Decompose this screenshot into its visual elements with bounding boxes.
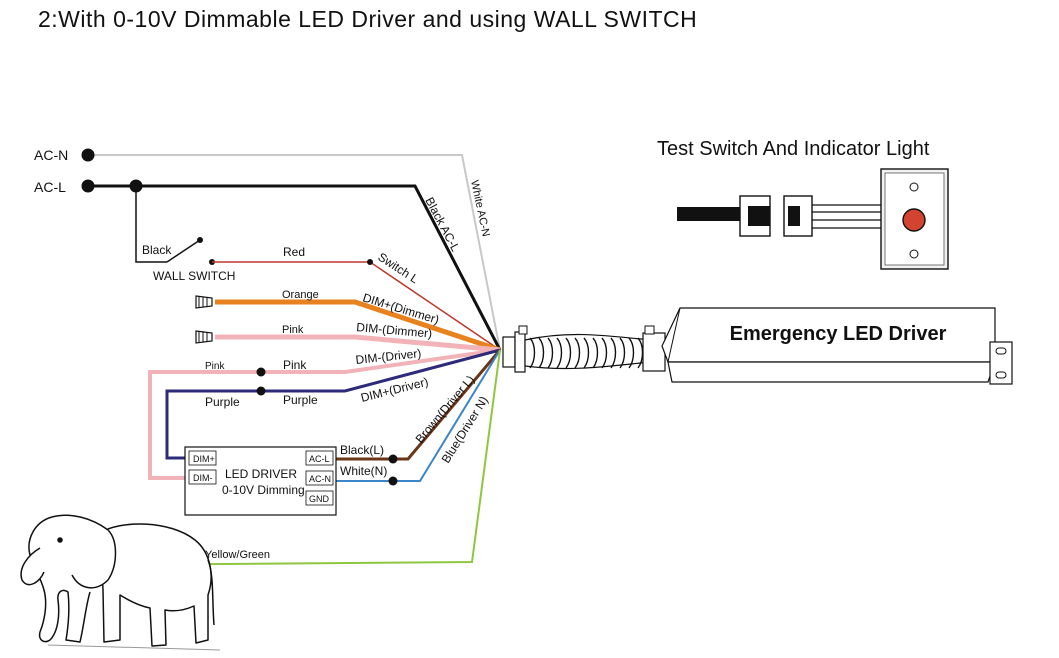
led-driver-dim-minus: DIM- bbox=[193, 473, 213, 483]
led-driver-gnd: GND bbox=[309, 494, 330, 504]
pink-dimmer-label: Pink bbox=[282, 324, 304, 336]
elephant-illustration bbox=[20, 514, 221, 651]
conduit-rib bbox=[610, 337, 617, 369]
conduit-rib bbox=[556, 337, 563, 369]
conduit-rib bbox=[574, 337, 581, 369]
wire-black-switch bbox=[135, 186, 167, 263]
wire-pink-dim-minus bbox=[215, 334, 501, 353]
ac-n-terminal bbox=[81, 148, 95, 162]
pink-right-label: Pink bbox=[283, 358, 307, 372]
conduit-rib bbox=[547, 337, 554, 369]
ac-l-junction bbox=[129, 179, 143, 193]
ac-n-label: AC-N bbox=[34, 147, 68, 163]
test-switch-connector bbox=[677, 195, 882, 237]
led-driver-subtitle: 0-10V Dimming bbox=[222, 483, 305, 497]
wire-nut-orange bbox=[195, 295, 213, 309]
wall-switch-label: WALL SWITCH bbox=[153, 269, 235, 283]
black-l-label: Black(L) bbox=[340, 443, 384, 457]
red-label: Red bbox=[283, 245, 305, 259]
black-acl-label: Black AC-L bbox=[422, 195, 462, 254]
conduit-rib bbox=[538, 337, 545, 369]
ac-l-label: AC-L bbox=[34, 179, 66, 195]
dim-minus-driver-label: DIM-(Driver) bbox=[355, 346, 422, 367]
black-switch-label: Black bbox=[142, 243, 172, 257]
emergency-driver-title: Emergency LED Driver bbox=[730, 323, 947, 345]
led-driver-dim-plus: DIM+ bbox=[193, 454, 215, 464]
wire-white-acn bbox=[88, 154, 501, 351]
test-switch-title: Test Switch And Indicator Light bbox=[657, 138, 930, 160]
junction-purple bbox=[256, 386, 266, 396]
junction-pink bbox=[256, 367, 266, 377]
emergency-led-driver: Emergency LED Driver bbox=[661, 307, 1013, 385]
wire-purple-dim-plus-driver bbox=[165, 348, 501, 460]
purple-right-label: Purple bbox=[283, 393, 318, 407]
conduit-rib bbox=[619, 337, 626, 369]
orange-label: Orange bbox=[282, 289, 319, 301]
purple-left-label: Purple bbox=[205, 395, 240, 409]
conduit-rib bbox=[601, 337, 608, 369]
ac-l-terminal bbox=[81, 179, 95, 193]
led-driver-ac-l: AC-L bbox=[309, 454, 330, 464]
conduit-rib bbox=[565, 337, 572, 369]
conduit-rib bbox=[529, 337, 536, 369]
yellow-green-label: Yellow/Green bbox=[205, 549, 270, 561]
led-driver-ac-n: AC-N bbox=[309, 474, 331, 484]
dim-minus-dimmer-label: DIM-(Dimmer) bbox=[356, 320, 433, 341]
junction-white-n bbox=[388, 476, 398, 486]
flex-conduit bbox=[502, 325, 666, 373]
test-switch-plate bbox=[880, 168, 949, 270]
conduit-rib bbox=[628, 337, 635, 369]
conduit-rib bbox=[592, 337, 599, 369]
white-n-label: White(N) bbox=[340, 464, 387, 478]
diagram-title: 2:With 0-10V Dimmable LED Driver and usi… bbox=[38, 6, 697, 32]
test-button[interactable] bbox=[902, 208, 926, 232]
wire-brown-driver-l bbox=[336, 349, 502, 461]
wire-yellow-green bbox=[89, 349, 501, 566]
pink-left-label: Pink bbox=[205, 361, 225, 372]
led-driver-title: LED DRIVER bbox=[225, 467, 297, 481]
led-driver: DIM+ DIM- AC-L AC-N GND LED DRIVER 0-10V… bbox=[184, 446, 337, 516]
wire-orange-dim-plus bbox=[215, 299, 501, 353]
wire-blue-driver-n bbox=[336, 349, 501, 482]
wire-black-acl bbox=[88, 184, 502, 351]
junction-black-l bbox=[388, 454, 398, 464]
junction-red bbox=[367, 259, 373, 265]
wall-switch-lever bbox=[166, 239, 201, 263]
wall-switch-pivot bbox=[197, 237, 203, 243]
wire-pink-dim-minus-driver bbox=[148, 348, 501, 480]
wire-nut-pink bbox=[195, 330, 213, 344]
conduit-rib bbox=[583, 337, 590, 369]
